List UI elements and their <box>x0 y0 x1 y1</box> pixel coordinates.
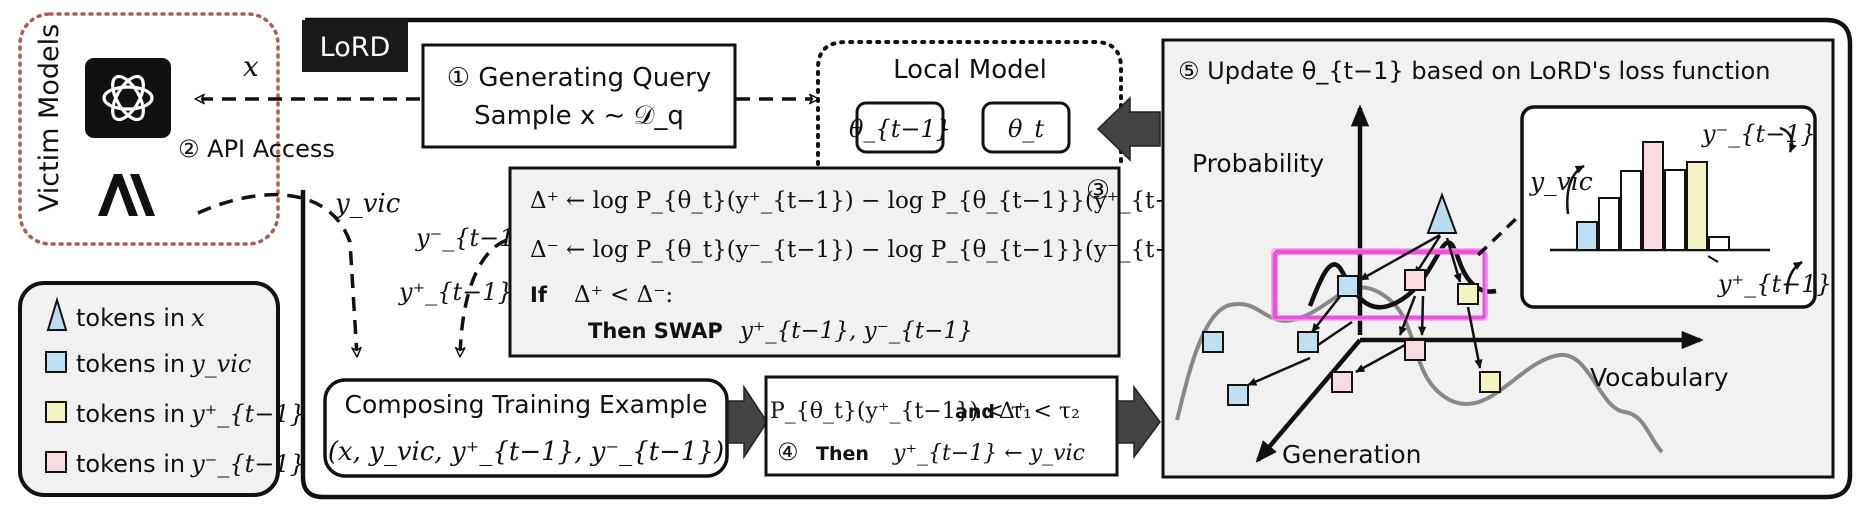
step3-number: ③ <box>1086 175 1110 206</box>
step4-to-update-arrow <box>1117 384 1161 460</box>
legend-panel <box>18 281 280 497</box>
token-squares <box>1202 269 1501 406</box>
legend-triangle-icon <box>46 296 68 331</box>
theta-cur: θ_t <box>1008 115 1044 143</box>
step4-cond-rhs: Δ⁺ < τ₂ <box>999 399 1080 424</box>
step3-if-keyword: If <box>530 283 548 307</box>
step1-query-box <box>421 43 737 149</box>
compose-line2: (x, y_vic, y⁺_{t−1}, y⁻_{t−1}) <box>328 437 724 467</box>
step3-then-keyword: Then SWAP <box>588 319 723 343</box>
legend-blue-square-icon <box>45 351 67 373</box>
inset-bars <box>1576 141 1730 251</box>
local-model-title: Local Model <box>893 55 1047 85</box>
step4-number: ④ <box>777 438 799 466</box>
theta-prev: θ_{t−1} <box>849 115 951 143</box>
step4-box <box>764 375 1119 477</box>
victim-panel-border <box>18 12 280 246</box>
victim-to-compose-arrow <box>197 192 362 358</box>
inset-link <box>1476 213 1522 257</box>
edge-label-yplus: y⁺_{t−1} <box>398 278 513 306</box>
local-model-border <box>816 40 1123 166</box>
distribution-wave <box>1175 285 1664 454</box>
anthropic-logo-icon <box>98 174 155 216</box>
step4-assign: y⁺_{t−1} ← y_vic <box>892 441 1085 466</box>
legend-pink-square-icon <box>45 451 67 473</box>
legend-yellow-square-icon <box>45 401 67 423</box>
step3-swap-box <box>508 166 1121 358</box>
inset-yvic-label: y_vic <box>1529 167 1593 196</box>
lord-label-box <box>302 20 408 72</box>
step3-then-args: y⁺_{t−1}, y⁻_{t−1} <box>739 318 973 344</box>
token-x-triangle <box>1426 192 1458 234</box>
compose-to-step4-arrow <box>727 384 768 460</box>
inset-yplus-label: y⁺_{t−1} <box>1717 270 1832 298</box>
step3-delta-plus: Δ⁺ ← log P_{θ_t}(y⁺_{t−1}) − log P_{θ_{t… <box>530 188 1212 214</box>
highlight-box <box>1272 249 1488 321</box>
step3-delta-minus: Δ⁻ ← log P_{θ_t}(y⁻_{t−1}) − log P_{θ_{t… <box>530 237 1212 263</box>
victim-panel-title: Victim Models <box>34 24 65 212</box>
compose-line1: Composing Training Example <box>345 390 708 419</box>
openai-logo-icon <box>85 58 171 138</box>
edge-label-yvic: y_vic <box>334 189 401 219</box>
lord-label: LoRD <box>320 32 391 63</box>
step4-cond-lhs: P_{θ_t}(y⁺_{t−1}) < τ₁ <box>770 399 1032 424</box>
step5-title: ⑤ Update θ_{t−1} based on LoRD's loss fu… <box>1178 57 1770 85</box>
axis-generation-label: Generation <box>1282 440 1421 469</box>
compose-box <box>323 378 729 478</box>
step3-if-condition: Δ⁺ < Δ⁻: <box>574 282 673 308</box>
axis-probability-label: Probability <box>1192 149 1324 178</box>
step3-to-compose-arrow <box>454 238 508 358</box>
theta-cur-box <box>981 101 1071 154</box>
api-access-label: ② API Access <box>178 135 335 163</box>
edge-label-x: x <box>243 50 259 83</box>
step4-then-keyword: Then <box>816 443 869 465</box>
update-to-local-arrow <box>1096 96 1161 162</box>
step4-and: and <box>955 401 995 423</box>
lord-frame <box>300 17 1853 500</box>
axis-vocabulary-label: Vocabulary <box>1590 363 1729 392</box>
generation-axis <box>1255 338 1362 463</box>
step1-line1: ① Generating Query <box>447 63 712 93</box>
theta-prev-box <box>855 101 945 154</box>
inset-yminus-label: y⁻_{t−1} <box>1701 120 1816 148</box>
step1-line2: Sample x ∼ 𝒟_q <box>474 101 684 131</box>
